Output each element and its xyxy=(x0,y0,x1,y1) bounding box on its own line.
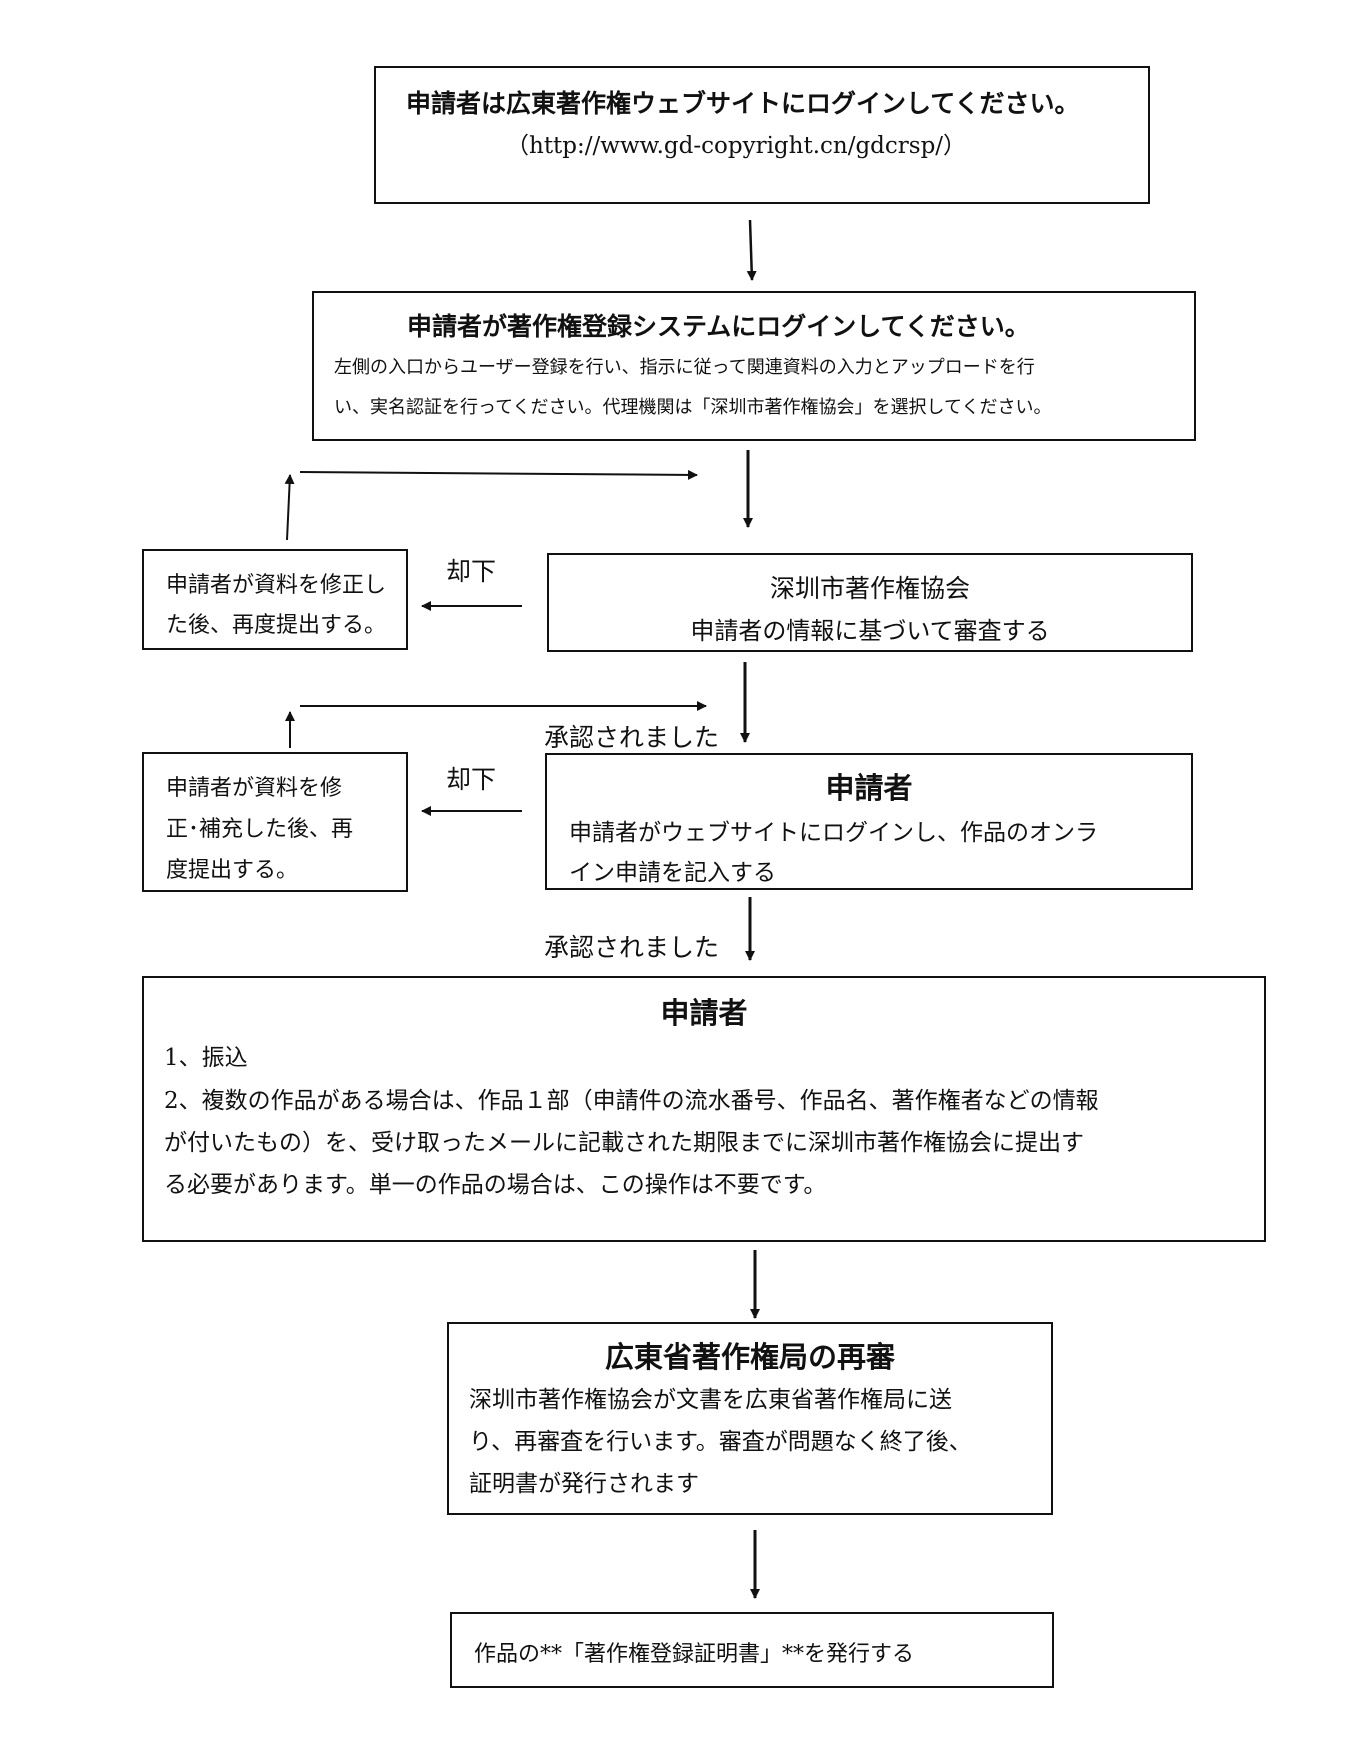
return1-vertical xyxy=(284,474,295,541)
step6-line3: 証明書が発行されます xyxy=(469,1471,699,1497)
step5-item2-line3: る必要があります。単一の作品の場合は、この操作は不要です。 xyxy=(164,1172,827,1198)
step3-title: 深圳市著作権協会 xyxy=(769,574,970,603)
step1-url: （http://www.gd-copyright.cn/gdcrsp/） xyxy=(506,133,967,159)
step5-item2-line2: が付いたもの）を、受け取ったメールに記載された期限までに深圳市著作権協会に提出す xyxy=(164,1130,1084,1156)
step6-line1: 深圳市著作権協会が文書を広東省著作権局に送 xyxy=(469,1387,952,1413)
step2-title: 申請者が著作権登録システムにログインしてください。 xyxy=(407,312,1030,341)
step6-line2: り、再審査を行います。審査が問題なく終了後、 xyxy=(469,1429,972,1455)
step3-box: 深圳市著作権協会 申請者の情報に基づいて審査する xyxy=(547,553,1193,652)
reject2-label: 却下 xyxy=(446,765,497,794)
step2-line1: 左側の入口からユーザー登録を行い、指示に従って関連資料の入力とアップロードを行 xyxy=(334,357,1035,378)
step2-line2: い、実名認証を行ってください。代理機関は「深圳市著作権協会」を選択してください。 xyxy=(334,397,1052,418)
step4-title: 申請者 xyxy=(825,771,913,805)
step4-box: 申請者 申請者がウェブサイトにログインし、作品のオンラ イン申請を記入する xyxy=(545,753,1193,890)
reject1-line2: た後、再度提出する。 xyxy=(166,613,387,638)
reject2-box: 申請者が資料を修 正･補充した後、再 度提出する。 xyxy=(142,752,408,892)
approved2-label: 承認されました xyxy=(544,933,720,962)
step3-body: 申請者の情報に基づいて審査する xyxy=(690,617,1050,645)
reject2-line1: 申請者が資料を修 xyxy=(166,776,343,801)
step7-box: 作品の**「著作権登録証明書」**を発行する xyxy=(450,1612,1054,1688)
step2-box: 申請者が著作権登録システムにログインしてください。 左側の入口からユーザー登録を… xyxy=(312,291,1196,441)
step6-title: 広東省著作権局の再審 xyxy=(604,1340,895,1374)
reject2-line3: 度提出する。 xyxy=(166,858,299,883)
reject1-label: 却下 xyxy=(446,557,497,586)
reject2-line2: 正･補充した後、再 xyxy=(166,817,354,842)
step6-box: 広東省著作権局の再審 深圳市著作権協会が文書を広東省著作権局に送 り、再審査を行… xyxy=(447,1322,1053,1515)
step1-box: 申請者は広東著作権ウェブサイトにログインしてください。 （http://www.… xyxy=(374,66,1150,204)
step5-box: 申請者 1、振込 2、複数の作品がある場合は、作品１部（申請件の流水番号、作品名… xyxy=(142,976,1266,1242)
step5-item1: 1、振込 xyxy=(164,1045,248,1071)
return1-horizontal xyxy=(299,469,698,480)
approved1-label: 承認されました xyxy=(544,723,720,752)
step5-item2-line1: 2、複数の作品がある場合は、作品１部（申請件の流水番号、作品名、著作権者などの情… xyxy=(164,1088,1099,1114)
reject1-line1: 申請者が資料を修正し xyxy=(166,573,387,598)
arrow-step1-to-step2 xyxy=(746,219,757,281)
step1-title: 申請者は広東著作権ウェブサイトにログインしてください。 xyxy=(406,89,1080,118)
reject1-box: 申請者が資料を修正し た後、再度提出する。 xyxy=(142,549,408,650)
step4-line1: 申請者がウェブサイトにログインし、作品のオンラ xyxy=(569,820,1098,846)
step4-line2: イン申請を記入する xyxy=(569,860,776,886)
step5-title: 申請者 xyxy=(660,996,748,1030)
step7-text: 作品の**「著作権登録証明書」**を発行する xyxy=(474,1642,915,1667)
